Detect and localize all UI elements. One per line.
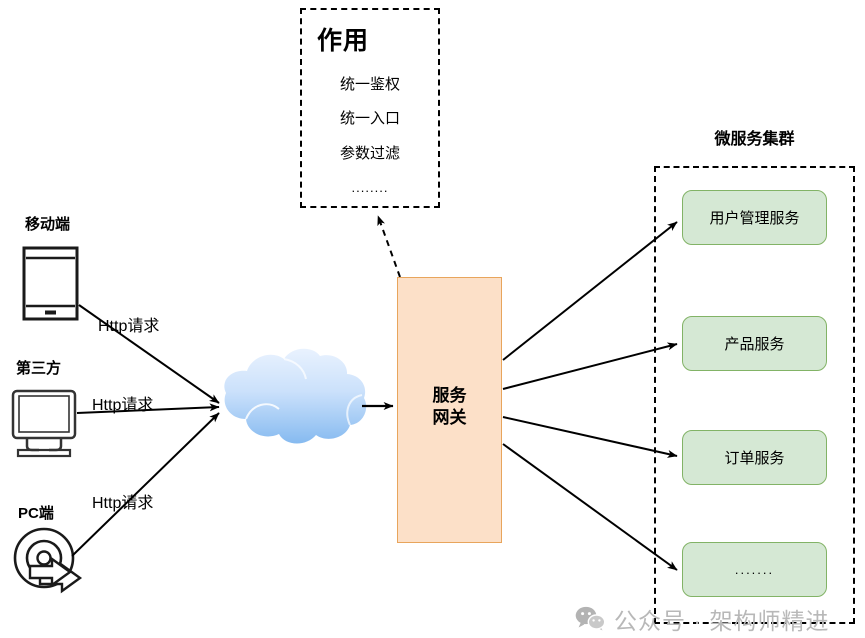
service-box-product: 产品服务 [682,316,827,371]
desktop-monitor-icon [11,389,77,458]
cluster-title: 微服务集群 [714,131,795,148]
edge-label-http-request-pc: Http请求 [92,495,154,512]
service-label: ....... [734,562,775,577]
mobile-phone-icon [22,246,79,321]
arrow-gateway-to-role [377,215,401,278]
role-panel [300,8,440,208]
arrow-gateway-to-user-service [502,221,678,361]
service-gateway-label: 服务 网关 [397,385,502,429]
service-gateway-box [397,277,502,543]
gateway-label-line1: 服务 [432,386,467,405]
gateway-label-line2: 网关 [432,408,467,428]
role-item-more: ........ [351,180,389,195]
service-box-more: ....... [682,542,827,597]
role-item-entry: 统一入口 [339,110,400,127]
arrow-gateway-to-product-service [502,342,678,390]
client-request-arrows [71,304,220,557]
arrow-gateway-to-other-service [502,443,678,571]
role-panel-title: 作用 [317,27,370,55]
edge-label-http-request-third-party: Http请求 [92,397,154,414]
service-label: 订单服务 [724,450,785,467]
role-item-filter: 参数过滤 [339,145,400,162]
service-box-order: 订单服务 [682,430,827,485]
network-cloud-icon [224,348,367,444]
client-label-third-party: 第三方 [16,360,62,377]
gateway-to-service-arrows [502,221,678,571]
microservice-cluster-box [654,166,855,624]
arrow-gateway-to-order-service [502,416,678,458]
client-label-pc: PC端 [18,505,54,522]
service-label: 用户管理服务 [709,210,800,227]
arrow-mobile-to-cloud [78,304,220,404]
client-label-mobile: 移动端 [25,216,71,233]
service-label: 产品服务 [724,336,785,353]
arrow-pc-to-cloud [71,412,220,557]
disk-transfer-icon [13,527,83,594]
service-box-user-management: 用户管理服务 [682,190,827,245]
arrow-third-party-to-cloud [76,403,220,414]
edge-label-http-request-mobile: Http请求 [98,318,160,335]
role-item-auth: 统一鉴权 [339,76,400,93]
